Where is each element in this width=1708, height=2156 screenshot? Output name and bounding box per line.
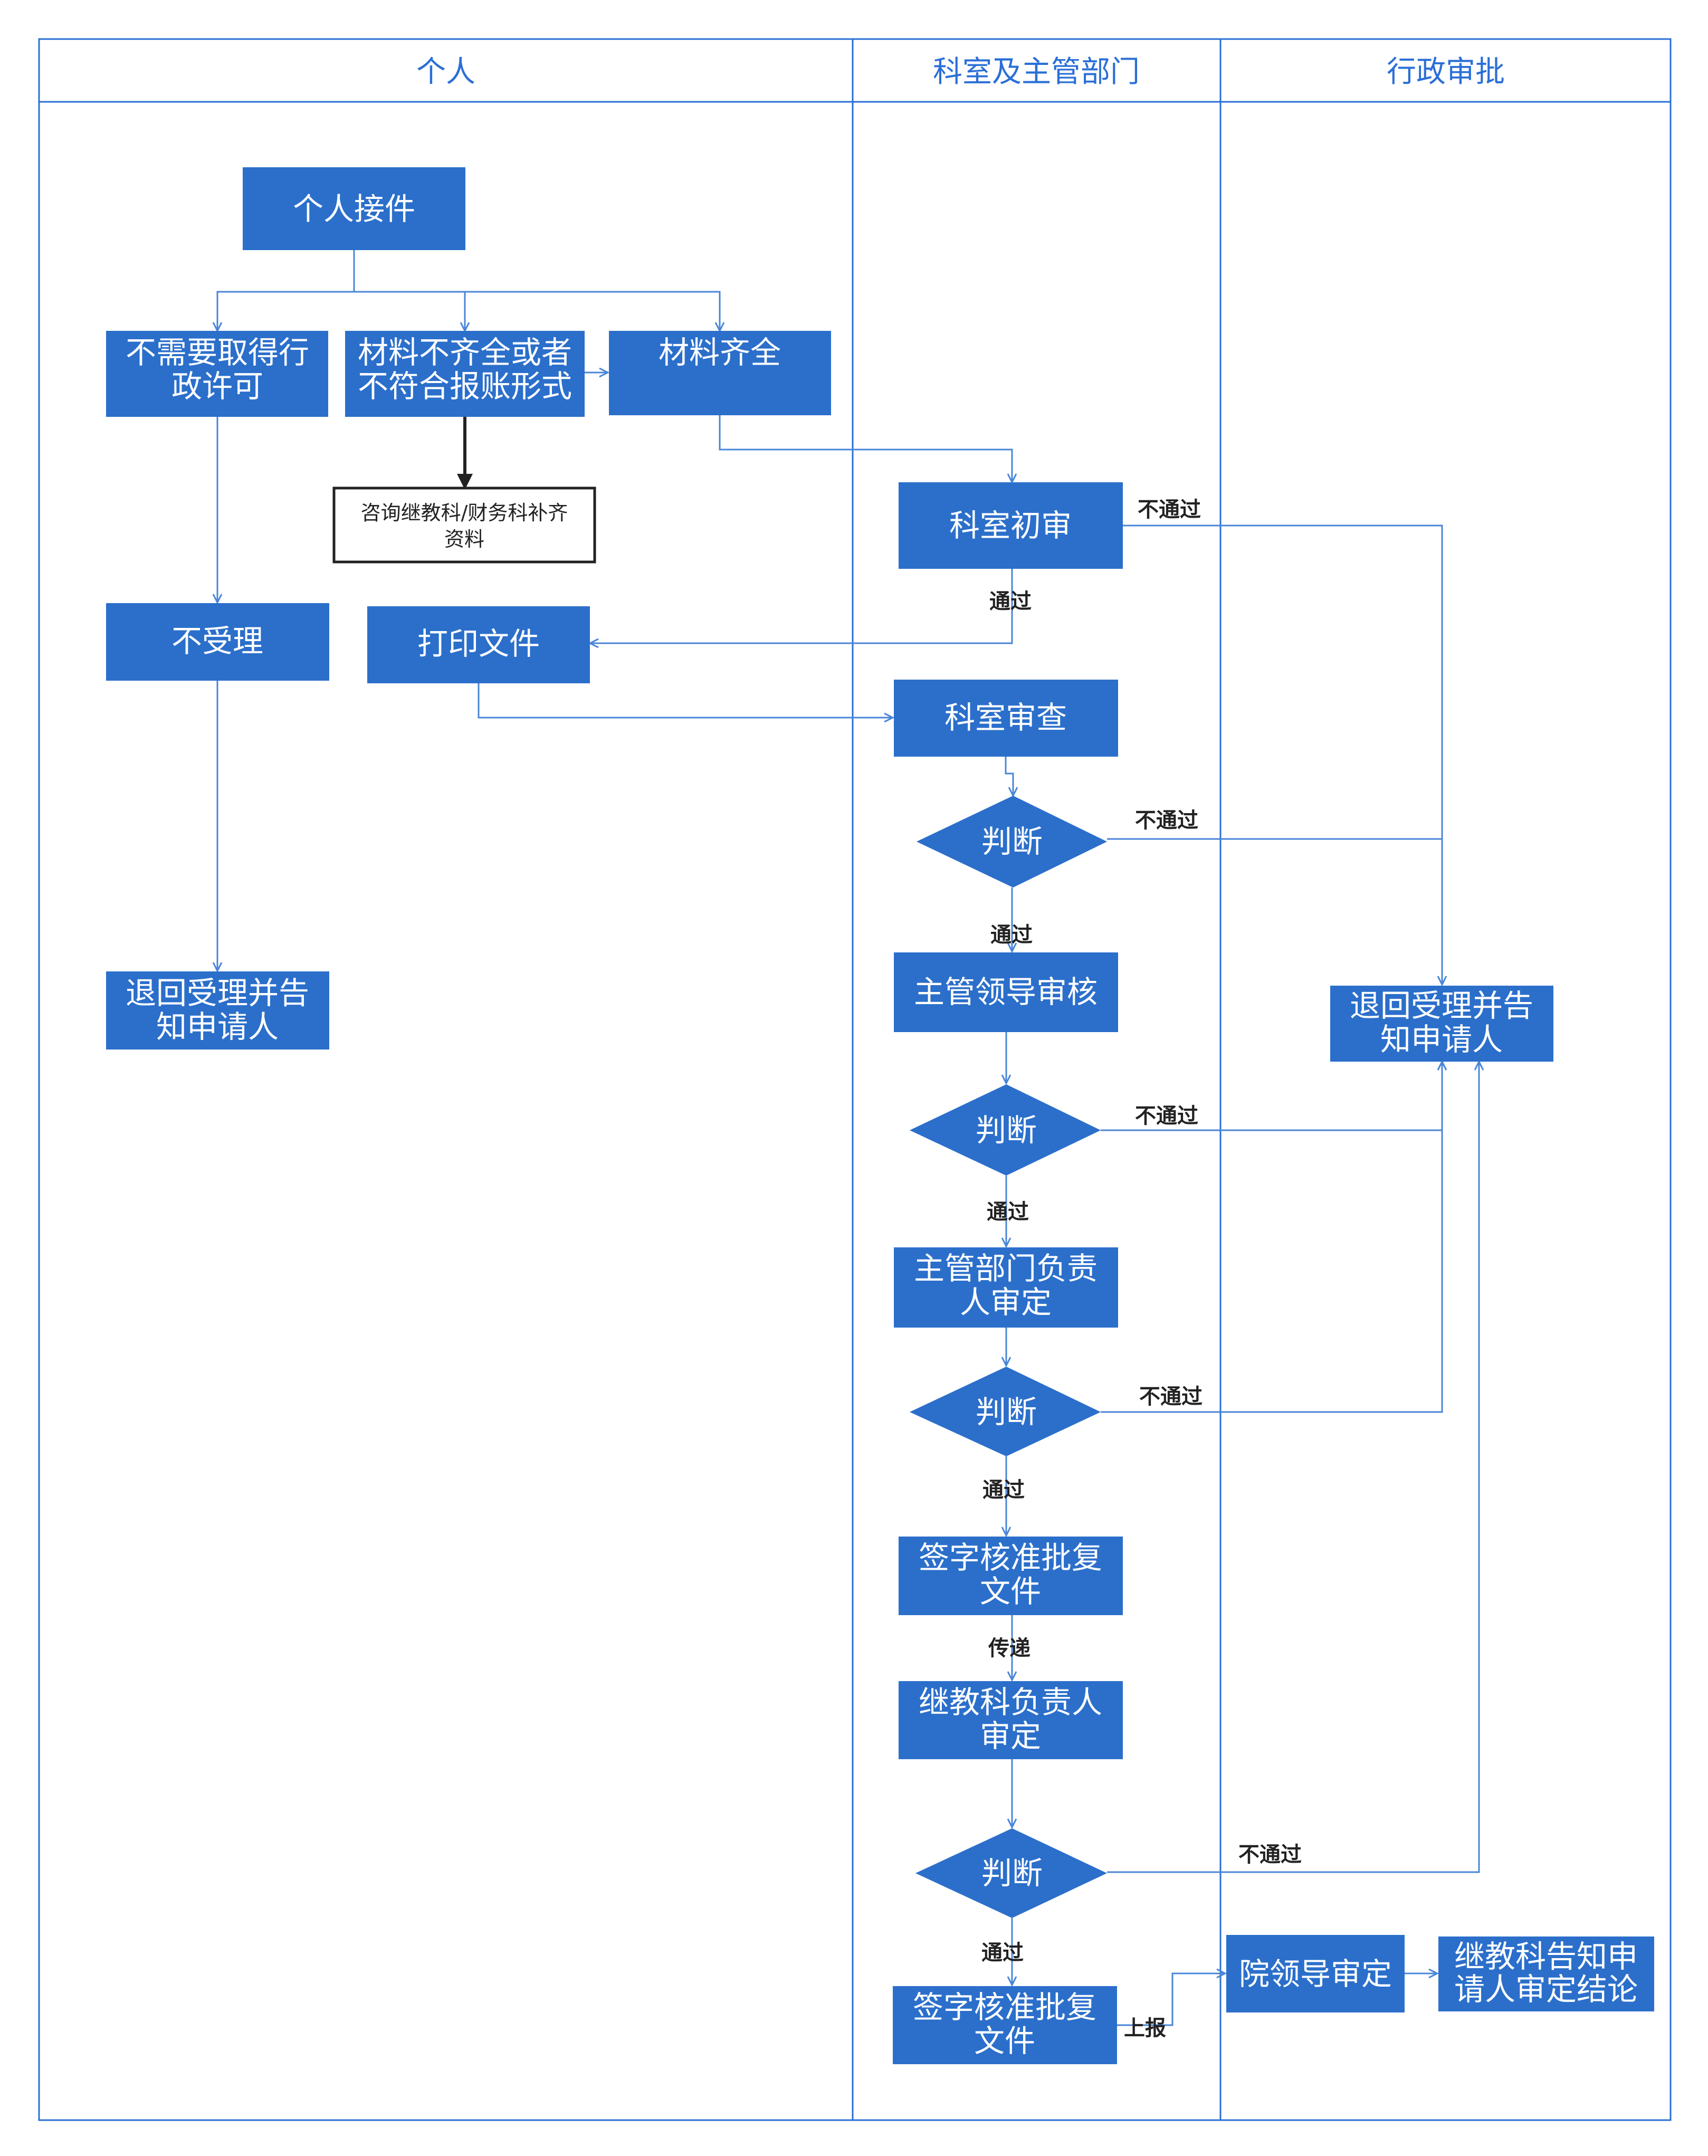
node-dept-examination: 科室审查 xyxy=(894,680,1118,757)
node-label-line2: 政许可 xyxy=(171,368,263,404)
node-personal-intake: 个人接件 xyxy=(243,167,465,250)
node-label-line1: 签字核准批复 xyxy=(913,1989,1096,2025)
decision-2: 判断 xyxy=(910,1084,1101,1176)
label-pass-decision3: 通过 xyxy=(982,1478,1025,1502)
node-label-line2: 文件 xyxy=(980,1573,1041,1609)
label-pass-decision1: 通过 xyxy=(990,923,1033,947)
edge-examination-to-decision1 xyxy=(1005,757,1013,796)
node-label-line1: 退回受理并告 xyxy=(1350,988,1533,1024)
label-pass-initial-review: 通过 xyxy=(989,589,1032,614)
node-label-line1: 不需要取得行 xyxy=(126,335,309,370)
node-not-accepted: 不受理 xyxy=(106,603,329,681)
node-label-line2: 文件 xyxy=(974,2023,1035,2059)
node-consult-note: 咨询继教科/财务科补齐 资料 xyxy=(332,486,596,564)
node-label-line1: 继教科负责人 xyxy=(919,1684,1102,1720)
label-fail-decision4: 不通过 xyxy=(1238,1843,1302,1867)
edge-intake-to-incomplete xyxy=(354,291,465,331)
node-label-line1: 咨询继教科/财务科补齐 xyxy=(361,501,568,524)
node-materials-complete: 材料齐全 xyxy=(609,331,831,415)
label-pass-decision2: 通过 xyxy=(987,1200,1029,1224)
lane-title-department: 科室及主管部门 xyxy=(933,55,1140,89)
edge-labels: 不通过 通过 不通过 通过 不通过 通过 不通过 通过 传递 不通过 通过 上报 xyxy=(981,498,1302,2040)
node-label: 院领导审定 xyxy=(1239,1956,1392,1992)
node-label-line2: 审定 xyxy=(980,1718,1041,1754)
node-label-line2: 请人审定结论 xyxy=(1454,1971,1638,2007)
node-sign-approve-2: 签字核准批复 文件 xyxy=(893,1986,1117,2064)
edge-sign2-to-hospital-leader xyxy=(1117,1973,1225,2026)
node-label: 科室审查 xyxy=(944,700,1067,736)
node-label-line2: 人审定 xyxy=(960,1284,1052,1320)
label-report-up: 上报 xyxy=(1124,2016,1166,2040)
decision-label: 判断 xyxy=(976,1394,1037,1430)
edge-decision4-fail xyxy=(1107,1062,1479,1873)
node-label-line2: 不符合报账形式 xyxy=(358,368,572,404)
node-return-right: 退回受理并告 知申请人 xyxy=(1330,986,1553,1062)
node-label: 个人接件 xyxy=(293,191,415,227)
connectors xyxy=(217,250,1479,2026)
label-transfer: 传递 xyxy=(988,1636,1030,1661)
label-fail-decision2: 不通过 xyxy=(1135,1104,1198,1128)
node-cme-notify: 继教科告知申 请人审定结论 xyxy=(1438,1936,1654,2011)
label-fail-decision1: 不通过 xyxy=(1135,808,1198,833)
node-label: 主管领导审核 xyxy=(914,974,1098,1010)
edge-intake-to-complete xyxy=(354,291,720,331)
edge-initial-review-fail xyxy=(1123,524,1442,985)
node-label-line2: 资料 xyxy=(444,528,484,551)
node-label-line2: 知申请人 xyxy=(156,1009,279,1045)
label-pass-decision4: 通过 xyxy=(981,1941,1024,1965)
node-label: 不受理 xyxy=(171,623,263,659)
node-label-line1: 签字核准批复 xyxy=(919,1540,1102,1576)
node-label-line1: 继教科告知申 xyxy=(1454,1939,1638,1974)
decision-3: 判断 xyxy=(910,1367,1101,1456)
node-label: 科室初审 xyxy=(949,508,1072,543)
edge-complete-to-initial-review xyxy=(719,415,1012,482)
label-fail-decision3: 不通过 xyxy=(1139,1385,1203,1409)
node-supervisor-review: 主管领导审核 xyxy=(894,952,1118,1032)
node-no-permit-needed: 不需要取得行 政许可 xyxy=(106,331,328,417)
node-dept-initial-review: 科室初审 xyxy=(899,482,1123,569)
node-label-line2: 知申请人 xyxy=(1380,1022,1503,1057)
edge-print-to-examination xyxy=(478,683,893,718)
node-cme-head-approval: 继教科负责人 审定 xyxy=(899,1681,1123,1759)
edge-intake-to-no-permit xyxy=(217,291,354,331)
decision-1: 判断 xyxy=(917,796,1107,888)
label-fail-initial-review: 不通过 xyxy=(1138,498,1201,522)
node-label-line1: 材料不齐全或者 xyxy=(358,335,572,370)
swimlane-frame xyxy=(38,38,1672,2121)
edge-decision3-fail xyxy=(1101,1062,1442,1413)
node-return-left: 退回受理并告 知申请人 xyxy=(106,971,329,1050)
node-label-line1: 退回受理并告 xyxy=(126,975,309,1011)
node-label: 打印文件 xyxy=(417,626,540,662)
node-print-docs: 打印文件 xyxy=(367,606,590,683)
node-label: 材料齐全 xyxy=(659,335,781,370)
lane-title-admin-approval: 行政审批 xyxy=(1387,55,1505,89)
decision-label: 判断 xyxy=(981,824,1043,860)
lane-title-personal: 个人 xyxy=(416,55,475,89)
edge-initial-review-to-print xyxy=(590,569,1013,643)
node-dept-head-approval: 主管部门负责 人审定 xyxy=(894,1247,1118,1328)
node-materials-incomplete: 材料不齐全或者 不符合报账形式 xyxy=(345,331,585,417)
node-hospital-leader-approval: 院领导审定 xyxy=(1226,1935,1405,2012)
decision-4: 判断 xyxy=(915,1828,1107,1918)
decision-label: 判断 xyxy=(981,1855,1043,1891)
node-label-line1: 主管部门负责 xyxy=(914,1251,1098,1286)
node-sign-approve-1: 签字核准批复 文件 xyxy=(899,1537,1123,1615)
decision-label: 判断 xyxy=(976,1112,1037,1148)
